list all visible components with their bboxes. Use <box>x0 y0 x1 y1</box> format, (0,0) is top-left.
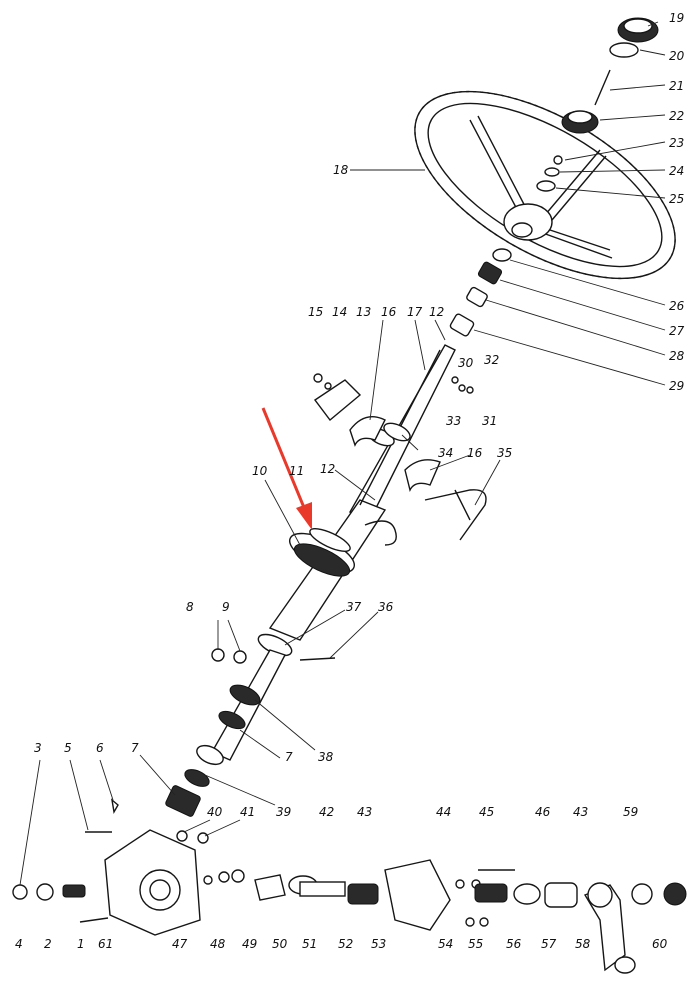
part-label-7: 7 <box>131 741 139 755</box>
part-label-41: 41 <box>240 805 256 819</box>
part-label-32: 32 <box>484 353 500 367</box>
steering-column-shaft <box>165 344 456 817</box>
part-label-24: 24 <box>669 164 685 178</box>
part-label-43b: 43 <box>573 805 589 819</box>
part-label-31: 31 <box>482 414 498 428</box>
part-label-45: 45 <box>479 805 495 819</box>
part-label-17: 17 <box>407 305 423 319</box>
part-label-7b: 7 <box>285 750 293 764</box>
gearbox-parts <box>12 798 687 974</box>
part-label-36: 36 <box>378 600 394 614</box>
part-label-52: 52 <box>338 937 354 951</box>
part-label-57: 57 <box>541 937 557 951</box>
part-label-54: 54 <box>438 937 454 951</box>
column-clamps <box>313 373 487 546</box>
part-label-12: 12 <box>429 305 445 319</box>
part-label-4: 4 <box>15 937 23 951</box>
part-label-9: 9 <box>222 600 230 614</box>
column-bushings <box>449 248 512 337</box>
part-label-50: 50 <box>272 937 288 951</box>
leader-lines <box>19 21 666 886</box>
part-label-49: 49 <box>242 937 258 951</box>
part-label-35: 35 <box>497 446 513 460</box>
wheel-hub-parts <box>536 17 659 192</box>
part-label-8: 8 <box>186 600 194 614</box>
part-label-43: 43 <box>357 805 373 819</box>
part-label-33: 33 <box>446 414 462 428</box>
part-label-46: 46 <box>535 805 551 819</box>
part-label-21: 21 <box>669 79 685 93</box>
part-label-58: 58 <box>575 937 591 951</box>
part-label-40: 40 <box>207 805 223 819</box>
part-label-44: 44 <box>436 805 452 819</box>
part-label-27: 27 <box>669 324 685 338</box>
part-label-51: 51 <box>302 937 318 951</box>
part-label-22: 22 <box>669 109 685 123</box>
part-label-53: 53 <box>371 937 387 951</box>
part-label-16: 16 <box>381 305 397 319</box>
part-label-10: 10 <box>252 464 268 478</box>
part-label-3: 3 <box>34 741 42 755</box>
part-label-18: 18 <box>333 163 349 177</box>
part-label-13: 13 <box>356 305 372 319</box>
part-label-2: 2 <box>44 937 52 951</box>
part-label-34: 34 <box>438 446 454 460</box>
part-label-56: 56 <box>506 937 522 951</box>
part-label-29: 29 <box>669 379 685 393</box>
part-label-11: 11 <box>289 464 305 478</box>
part-label-30: 30 <box>458 356 474 370</box>
part-label-14: 14 <box>332 305 348 319</box>
part-label-28: 28 <box>669 349 685 363</box>
part-label-12b: 12 <box>320 462 336 476</box>
part-label-26: 26 <box>669 299 685 313</box>
part-label-23: 23 <box>669 136 685 150</box>
part-label-20: 20 <box>669 49 685 63</box>
part-label-55: 55 <box>468 937 484 951</box>
part-label-60: 60 <box>652 937 668 951</box>
part-label-19: 19 <box>669 11 685 25</box>
part-label-1: 1 <box>77 937 85 951</box>
part-label-5: 5 <box>64 741 72 755</box>
part-label-6: 6 <box>96 741 104 755</box>
part-label-61: 61 <box>98 937 114 951</box>
part-label-15: 15 <box>308 305 324 319</box>
part-label-47: 47 <box>172 937 188 951</box>
part-label-25: 25 <box>669 192 685 206</box>
part-label-59: 59 <box>623 805 639 819</box>
part-label-42: 42 <box>319 805 335 819</box>
part-label-48: 48 <box>210 937 226 951</box>
part-label-38: 38 <box>318 750 334 764</box>
red-arrow-icon <box>261 407 312 530</box>
part-label-39: 39 <box>276 805 292 819</box>
part-label-16b: 16 <box>467 446 483 460</box>
part-label-37: 37 <box>346 600 362 614</box>
